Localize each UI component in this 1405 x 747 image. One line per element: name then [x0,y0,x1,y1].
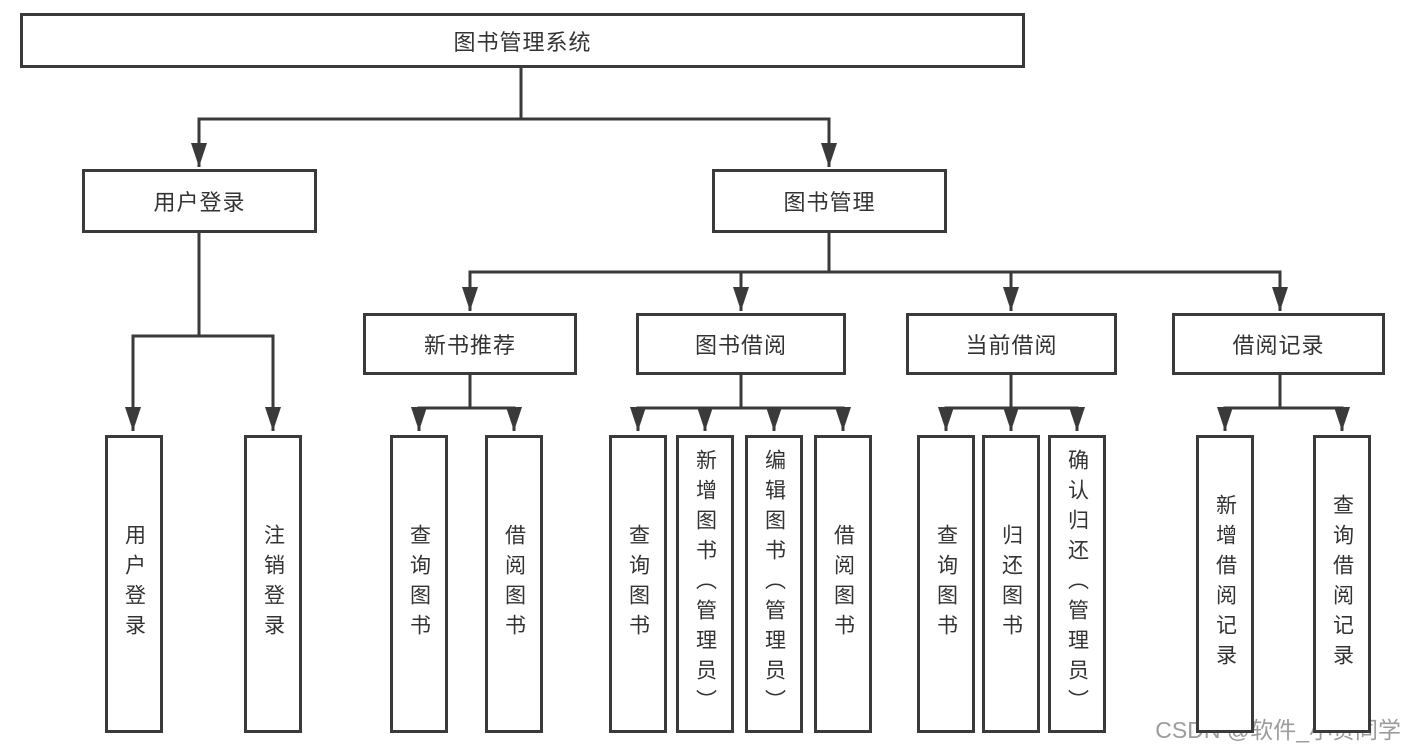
node-library-management-system: 图书管理系统 [20,13,1025,68]
leaf-label: 借阅图书 [502,524,526,644]
leaf-label: 新增图书（管理员） [693,449,717,719]
leaf-label: 查询图书 [407,524,431,644]
leaf-add-borrow-record: 新增借阅记录 [1196,435,1254,733]
leaf-edit-book-admin: 编辑图书（管理员） [745,435,803,733]
leaf-label: 查询图书 [626,524,650,644]
leaf-label: 新增借阅记录 [1213,494,1237,674]
leaf-label: 借阅图书 [831,524,855,644]
node-user-login: 用户登录 [82,169,317,233]
leaf-query-book-recommend: 查询图书 [390,435,448,733]
leaf-query-book-borrow: 查询图书 [609,435,667,733]
leaf-label: 查询借阅记录 [1330,494,1354,674]
leaf-return-book: 归还图书 [982,435,1040,733]
leaf-borrow-book-recommend: 借阅图书 [485,435,543,733]
leaf-confirm-return-admin: 确认归还（管理员） [1048,435,1106,733]
node-new-book-recommend: 新书推荐 [363,313,577,375]
leaf-borrow-book: 借阅图书 [814,435,872,733]
leaf-query-book-current: 查询图书 [917,435,975,733]
leaf-label: 查询图书 [934,524,958,644]
node-borrow-records: 借阅记录 [1172,313,1385,375]
node-book-borrow: 图书借阅 [636,313,846,375]
leaf-label: 用户登录 [122,524,146,644]
leaf-add-book-admin: 新增图书（管理员） [676,435,734,733]
leaf-label: 注销登录 [261,524,285,644]
leaf-label: 编辑图书（管理员） [762,449,786,719]
node-current-borrow: 当前借阅 [906,313,1117,375]
leaf-label: 归还图书 [999,524,1023,644]
leaf-user-login: 用户登录 [105,435,163,733]
leaf-label: 确认归还（管理员） [1065,449,1089,719]
leaf-query-borrow-record: 查询借阅记录 [1313,435,1371,733]
node-book-management: 图书管理 [712,169,947,233]
leaf-logout: 注销登录 [244,435,302,733]
